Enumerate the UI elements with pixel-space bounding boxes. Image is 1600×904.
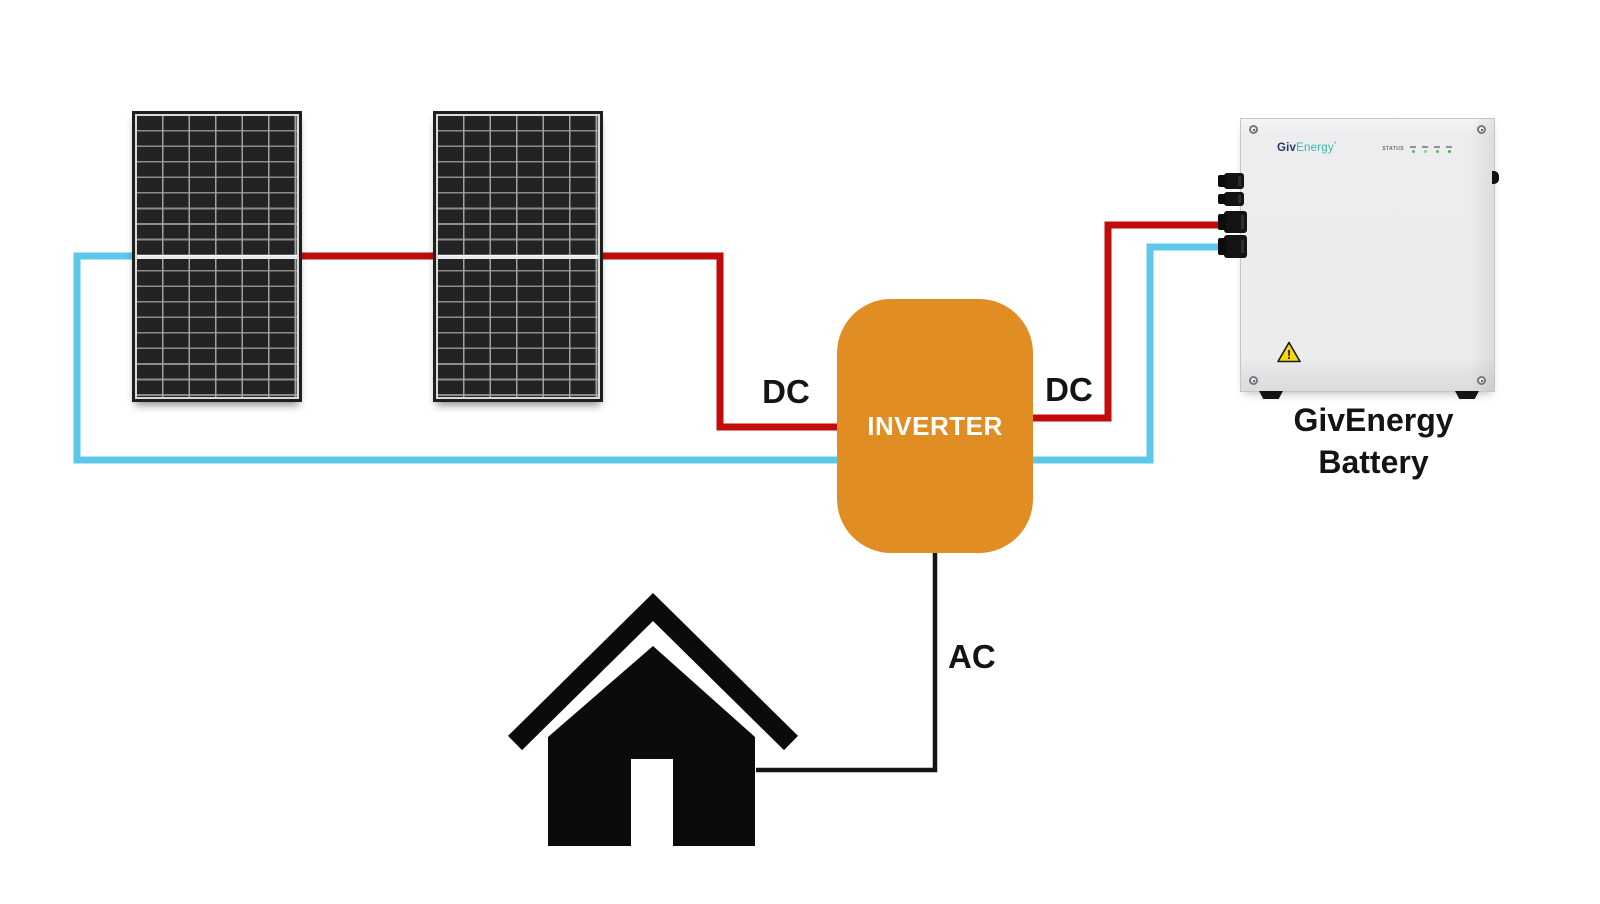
- status-indicator: [1434, 146, 1440, 153]
- solar-panel-right: [433, 111, 603, 402]
- status-indicator: [1446, 146, 1452, 153]
- battery-caption-line1: GivEnergy: [1293, 402, 1454, 438]
- panel-divider: [438, 254, 598, 259]
- inverter-label: INVERTER: [867, 410, 1003, 441]
- panel-divider: [137, 254, 297, 259]
- status-indicator: [1422, 146, 1428, 153]
- cable-gland: [1218, 192, 1244, 206]
- logo-text-energy: Energy: [1296, 142, 1334, 154]
- battery-foot: [1455, 391, 1479, 399]
- battery-caption: GivEnergy Battery: [1246, 399, 1501, 483]
- side-knob: [1492, 171, 1499, 184]
- dc-wire-to-inverter: [601, 252, 840, 431]
- ac-wire: [756, 548, 938, 773]
- screw-icon: [1249, 376, 1258, 385]
- battery-caption-line2: Battery: [1318, 444, 1429, 480]
- cable-gland-dc: [1218, 211, 1247, 233]
- battery-wire: [73, 243, 1246, 464]
- dc-wire-to-battery: [1030, 221, 1246, 422]
- screw-icon: [1249, 125, 1258, 134]
- screw-icon: [1477, 376, 1486, 385]
- inverter-box: INVERTER: [837, 299, 1033, 553]
- warning-icon: !: [1277, 341, 1301, 363]
- solar-cells: [137, 116, 297, 397]
- house-roof: [507, 592, 799, 751]
- cable-gland: [1218, 173, 1244, 189]
- solar-panel-left: [132, 111, 302, 402]
- status-indicator: [1410, 146, 1416, 153]
- warning-triangle: [1277, 341, 1301, 363]
- ac-label: AC: [948, 638, 996, 675]
- screw-icon: [1477, 125, 1486, 134]
- cable-gland-battery: [1218, 235, 1247, 258]
- battery-unit: GivEnergy’ STATUS !: [1218, 118, 1499, 399]
- solar-cells: [438, 116, 598, 397]
- house-icon: [507, 592, 799, 846]
- dc-label-right: DC: [1045, 371, 1093, 408]
- warning-exclamation: !: [1287, 347, 1291, 362]
- battery-foot: [1259, 391, 1283, 399]
- logo-text-giv: Giv: [1277, 142, 1297, 154]
- logo-tick-mark: ’: [1333, 140, 1337, 150]
- battery-status-leds: STATUS: [1382, 146, 1452, 153]
- status-label: STATUS: [1382, 146, 1404, 152]
- dc-label-left: DC: [762, 373, 810, 410]
- givenergy-logo: GivEnergy’: [1277, 140, 1336, 154]
- house-body: [548, 646, 755, 846]
